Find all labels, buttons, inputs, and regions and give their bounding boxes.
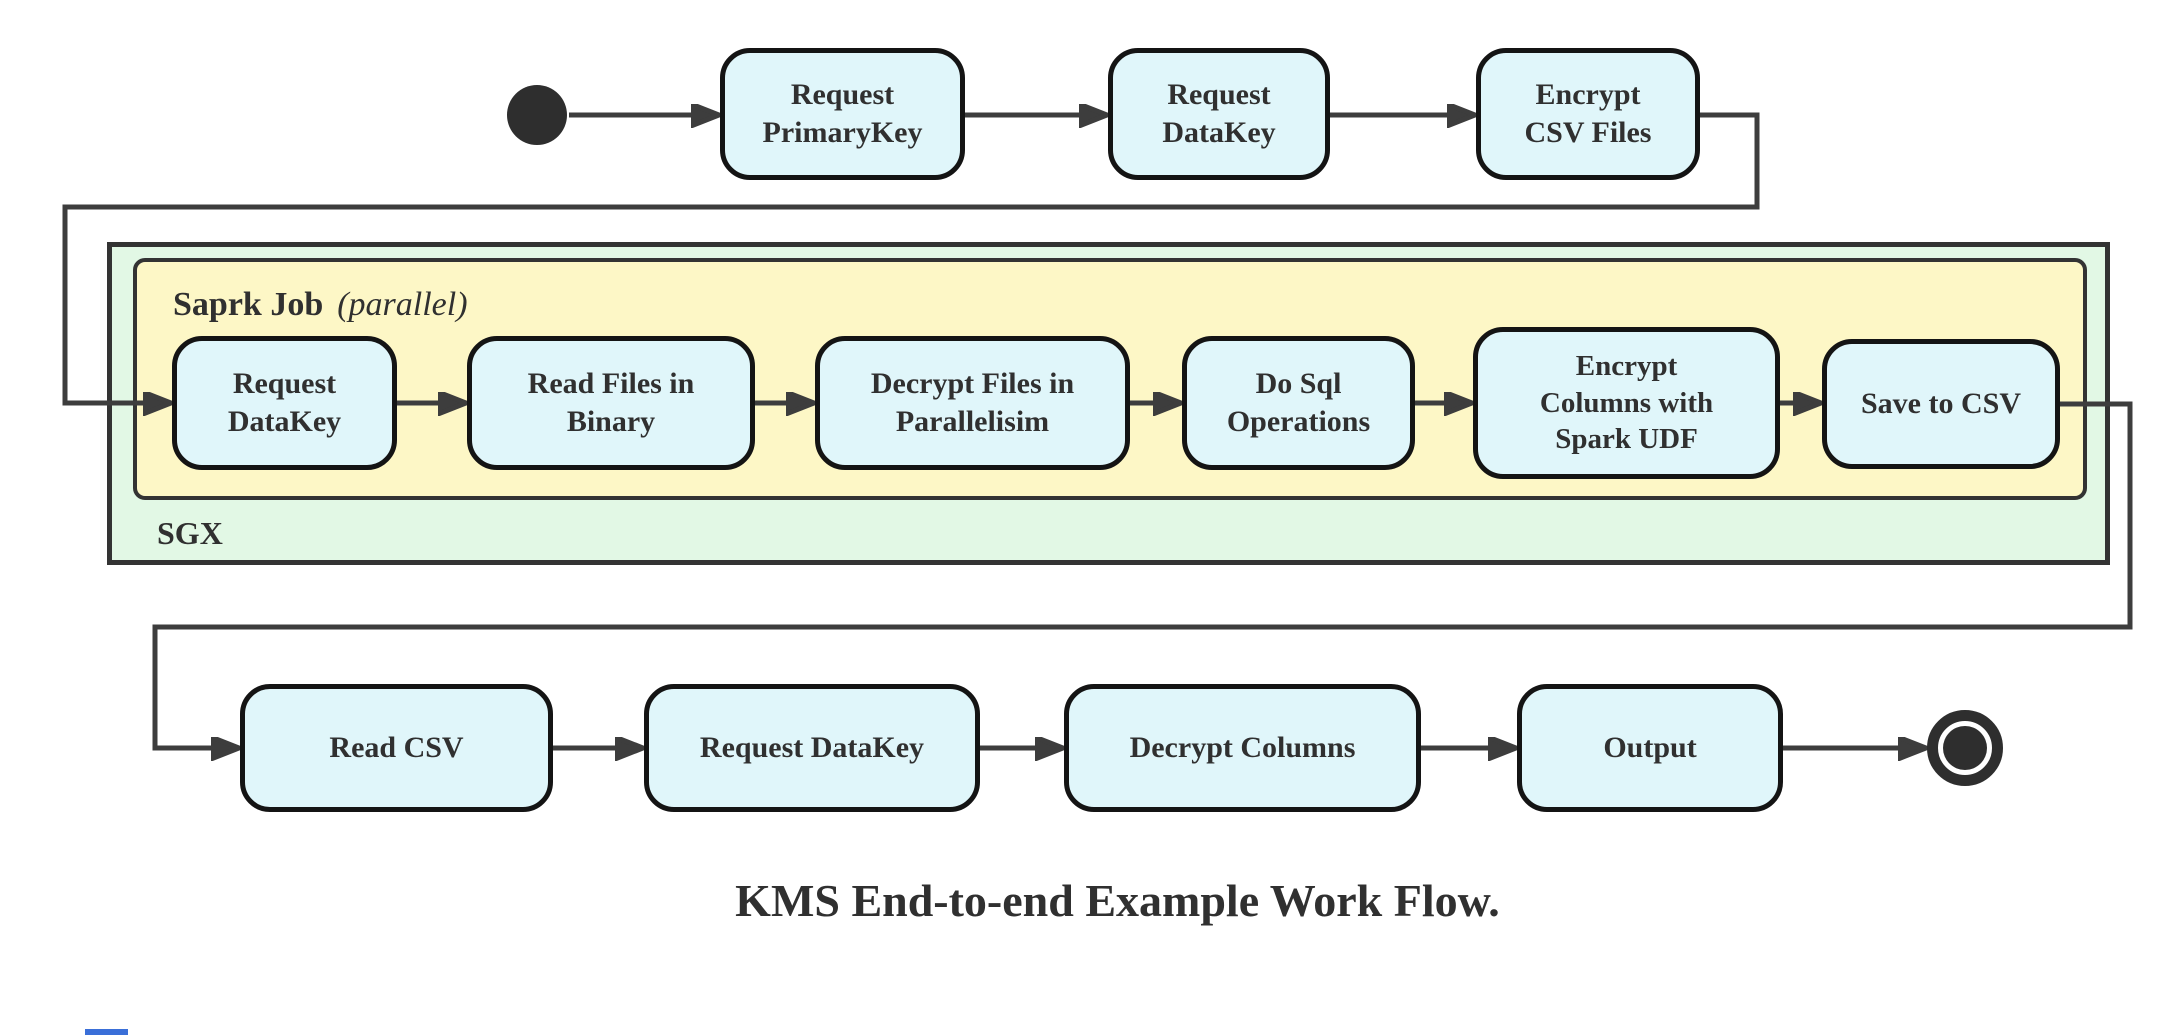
node-save-to-csv: Save to CSV — [1822, 339, 2060, 469]
sgx-container-label: SGX — [157, 515, 223, 551]
node-decrypt-files-in-parallelisim: Decrypt Files in Parallelisim — [815, 336, 1130, 470]
node-request-datakey-bottom: Request DataKey — [644, 684, 980, 812]
node-request-datakey-spark: Request DataKey — [172, 336, 397, 470]
end-node-icon — [1927, 710, 2003, 786]
diagram-caption: KMS End-to-end Example Work Flow. — [735, 875, 1500, 926]
node-request-datakey-top: Request DataKey — [1108, 48, 1330, 180]
node-output: Output — [1517, 684, 1783, 812]
end-node-dot — [1943, 726, 1987, 770]
node-read-files-in-binary: Read Files in Binary — [467, 336, 755, 470]
node-encrypt-columns-with-spark-udf: Encrypt Columns with Spark UDF — [1473, 327, 1780, 479]
spark-job-qualifier: (parallel) — [337, 286, 468, 323]
spark-job-title: Saprk Job — [173, 286, 324, 323]
node-read-csv: Read CSV — [240, 684, 553, 812]
node-do-sql-operations: Do Sql Operations — [1182, 336, 1415, 470]
node-encrypt-csv-files: Encrypt CSV Files — [1476, 48, 1700, 180]
start-node-icon — [507, 85, 567, 145]
clipped-blue-element — [85, 1029, 128, 1035]
node-request-primarykey: Request PrimaryKey — [720, 48, 965, 180]
node-decrypt-columns: Decrypt Columns — [1064, 684, 1421, 812]
spark-job-container-label: Saprk Job (parallel) — [173, 286, 468, 324]
